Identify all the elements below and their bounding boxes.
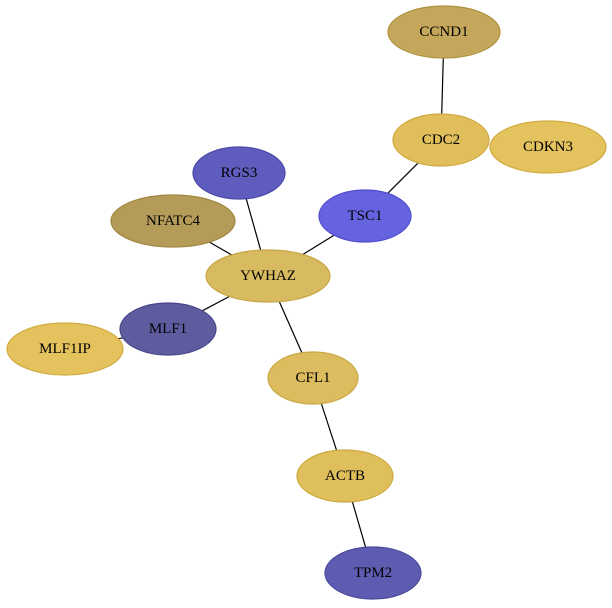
node-label-ccnd1: CCND1 bbox=[419, 24, 468, 40]
edge-ywhaz-cfl1 bbox=[278, 301, 303, 354]
node-label-cdc2: CDC2 bbox=[422, 132, 460, 148]
edge-ccnd1-cdc2 bbox=[441, 57, 444, 115]
node-ellipse-ywhaz bbox=[205, 249, 331, 303]
node-label-tsc1: TSC1 bbox=[347, 208, 382, 224]
node-ellipse-cdkn3 bbox=[489, 120, 607, 174]
node-ellipse-mlf1 bbox=[119, 302, 217, 356]
node-label-cfl1: CFL1 bbox=[295, 370, 330, 386]
node-cdkn3[interactable]: CDKN3 bbox=[489, 120, 607, 174]
edge-cfl1-actb bbox=[320, 403, 338, 451]
node-label-mlf1ip: MLF1IP bbox=[39, 341, 91, 357]
node-ellipse-cfl1 bbox=[267, 351, 359, 405]
node-ellipse-ccnd1 bbox=[387, 5, 501, 59]
node-label-actb: ACTB bbox=[325, 468, 365, 484]
node-ywhaz[interactable]: YWHAZ bbox=[205, 249, 331, 303]
node-label-cdkn3: CDKN3 bbox=[523, 139, 573, 155]
edge-mlf1-ywhaz bbox=[202, 295, 230, 312]
edge-rgs3-ywhaz bbox=[245, 198, 262, 251]
node-nfatc4[interactable]: NFATC4 bbox=[110, 194, 236, 248]
node-label-tpm2: TPM2 bbox=[354, 565, 392, 581]
node-tsc1[interactable]: TSC1 bbox=[318, 189, 412, 243]
node-label-mlf1: MLF1 bbox=[149, 321, 187, 337]
node-ellipse-tpm2 bbox=[324, 546, 422, 600]
node-label-ywhaz: YWHAZ bbox=[240, 268, 296, 284]
node-mlf1ip[interactable]: MLF1IP bbox=[6, 322, 124, 376]
node-ellipse-nfatc4 bbox=[110, 194, 236, 248]
node-ellipse-tsc1 bbox=[318, 189, 412, 243]
node-tpm2[interactable]: TPM2 bbox=[324, 546, 422, 600]
node-mlf1[interactable]: MLF1 bbox=[119, 302, 217, 356]
edge-nfatc4-ywhaz bbox=[209, 241, 232, 256]
node-ccnd1[interactable]: CCND1 bbox=[387, 5, 501, 59]
node-rgs3[interactable]: RGS3 bbox=[192, 146, 286, 200]
node-ellipse-actb bbox=[296, 449, 394, 503]
edge-tsc1-ywhaz bbox=[302, 234, 335, 256]
edges-layer bbox=[118, 57, 444, 548]
node-label-nfatc4: NFATC4 bbox=[146, 213, 200, 229]
node-ellipse-cdc2 bbox=[392, 113, 490, 167]
edge-actb-tpm2 bbox=[351, 501, 367, 548]
node-ellipse-rgs3 bbox=[192, 146, 286, 200]
node-actb[interactable]: ACTB bbox=[296, 449, 394, 503]
node-ellipse-mlf1ip bbox=[6, 322, 124, 376]
node-cdc2[interactable]: CDC2 bbox=[392, 113, 490, 167]
node-label-rgs3: RGS3 bbox=[221, 165, 258, 181]
edge-cdc2-tsc1 bbox=[387, 162, 419, 194]
node-cfl1[interactable]: CFL1 bbox=[267, 351, 359, 405]
